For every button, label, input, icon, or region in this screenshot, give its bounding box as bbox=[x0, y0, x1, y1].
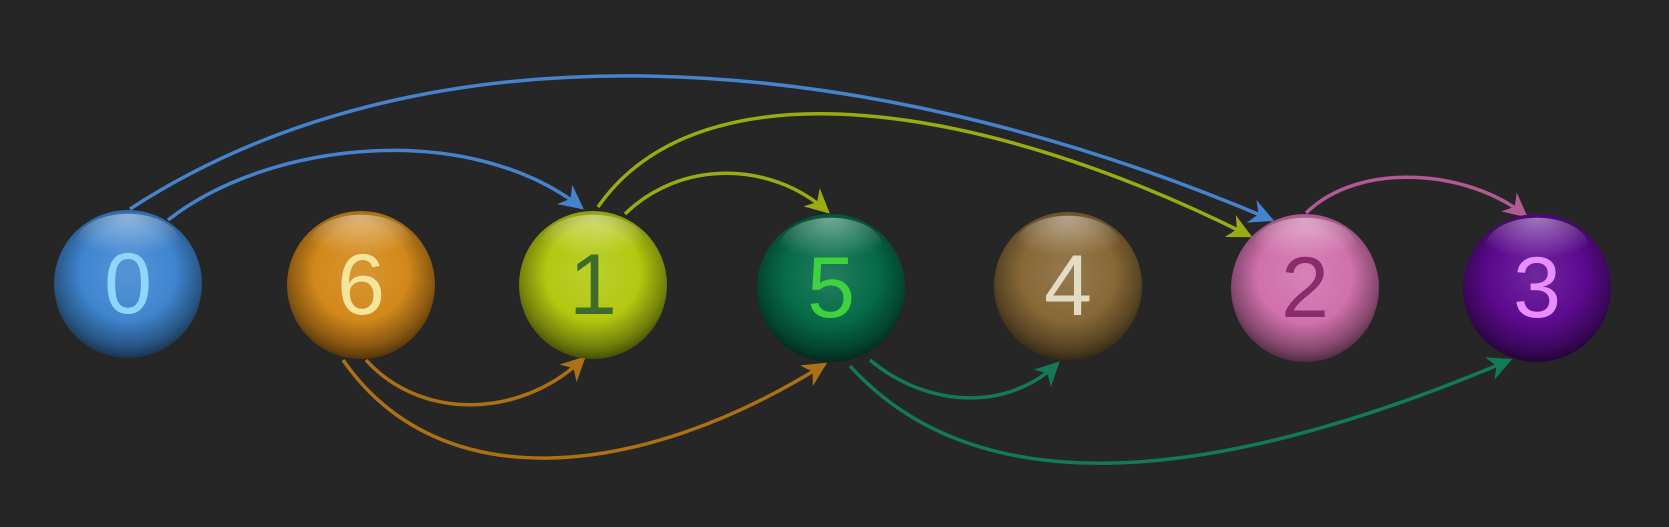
node-0: 0 bbox=[54, 210, 202, 358]
node-2-highlight bbox=[1253, 217, 1357, 277]
edge-1-to-2 bbox=[596, 112, 1253, 238]
edge-1-to-5 bbox=[623, 171, 830, 216]
node-5: 5 bbox=[757, 214, 905, 362]
node-4-highlight bbox=[1016, 215, 1120, 275]
node-1-highlight bbox=[541, 214, 645, 274]
node-6: 6 bbox=[287, 211, 435, 359]
node-3-highlight bbox=[1485, 217, 1589, 277]
node-0-highlight bbox=[76, 213, 180, 273]
edge-6-to-1 bbox=[364, 356, 586, 407]
nodes-layer: 0 6 1 5 4 2 3 bbox=[54, 210, 1611, 362]
node-4: 4 bbox=[994, 212, 1142, 360]
node-4-label: 4 bbox=[1044, 238, 1092, 334]
edge-0-to-2 bbox=[129, 74, 1275, 223]
node-5-highlight bbox=[779, 217, 883, 277]
edges-layer bbox=[129, 74, 1528, 465]
node-6-highlight bbox=[309, 214, 413, 274]
node-1: 1 bbox=[519, 211, 667, 359]
node-2-label: 2 bbox=[1281, 240, 1329, 336]
node-5-label: 5 bbox=[807, 240, 855, 336]
node-2: 2 bbox=[1231, 214, 1379, 362]
edge-5-to-3 bbox=[848, 357, 1513, 465]
node-0-label: 0 bbox=[104, 236, 152, 332]
node-1-label: 1 bbox=[569, 237, 617, 333]
node-6-label: 6 bbox=[337, 237, 385, 333]
edge-2-to-3 bbox=[1304, 175, 1528, 218]
edge-0-to-1 bbox=[166, 148, 584, 222]
edge-5-to-4 bbox=[868, 358, 1060, 400]
node-3: 3 bbox=[1463, 214, 1611, 362]
edge-6-to-5 bbox=[341, 359, 828, 460]
node-3-label: 3 bbox=[1513, 240, 1561, 336]
